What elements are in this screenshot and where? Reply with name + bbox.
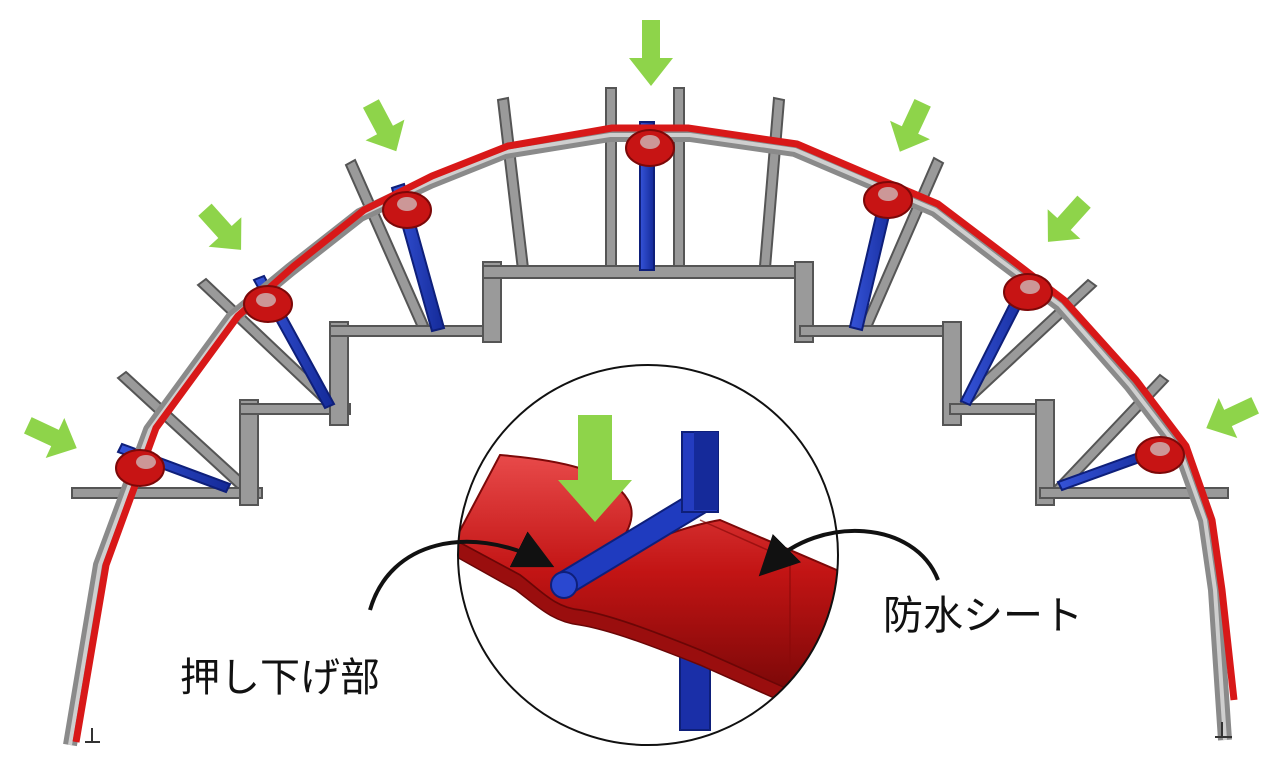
green-down-arrow-icon bbox=[24, 417, 77, 458]
push-down-label: 押し下げ部 bbox=[180, 655, 380, 701]
curved-black-arrow-icon bbox=[758, 528, 940, 581]
waterproof-sheet-label: 防水シート bbox=[883, 593, 1083, 639]
green-down-arrow-icon bbox=[198, 203, 242, 250]
detail-magnifier bbox=[457, 364, 839, 746]
green-down-arrow-icon bbox=[558, 415, 632, 522]
green-down-arrow-icon bbox=[362, 99, 405, 152]
green-down-arrow-icon bbox=[629, 20, 673, 86]
support-frame bbox=[63, 87, 1238, 747]
green-down-arrow-icon bbox=[1047, 195, 1091, 242]
green-down-arrow-icon bbox=[890, 99, 931, 152]
curved-black-arrow-icon bbox=[368, 531, 555, 611]
callout-arrows bbox=[368, 528, 940, 611]
green-down-arrow-icon bbox=[1206, 397, 1259, 438]
load-arrows bbox=[24, 20, 1259, 458]
